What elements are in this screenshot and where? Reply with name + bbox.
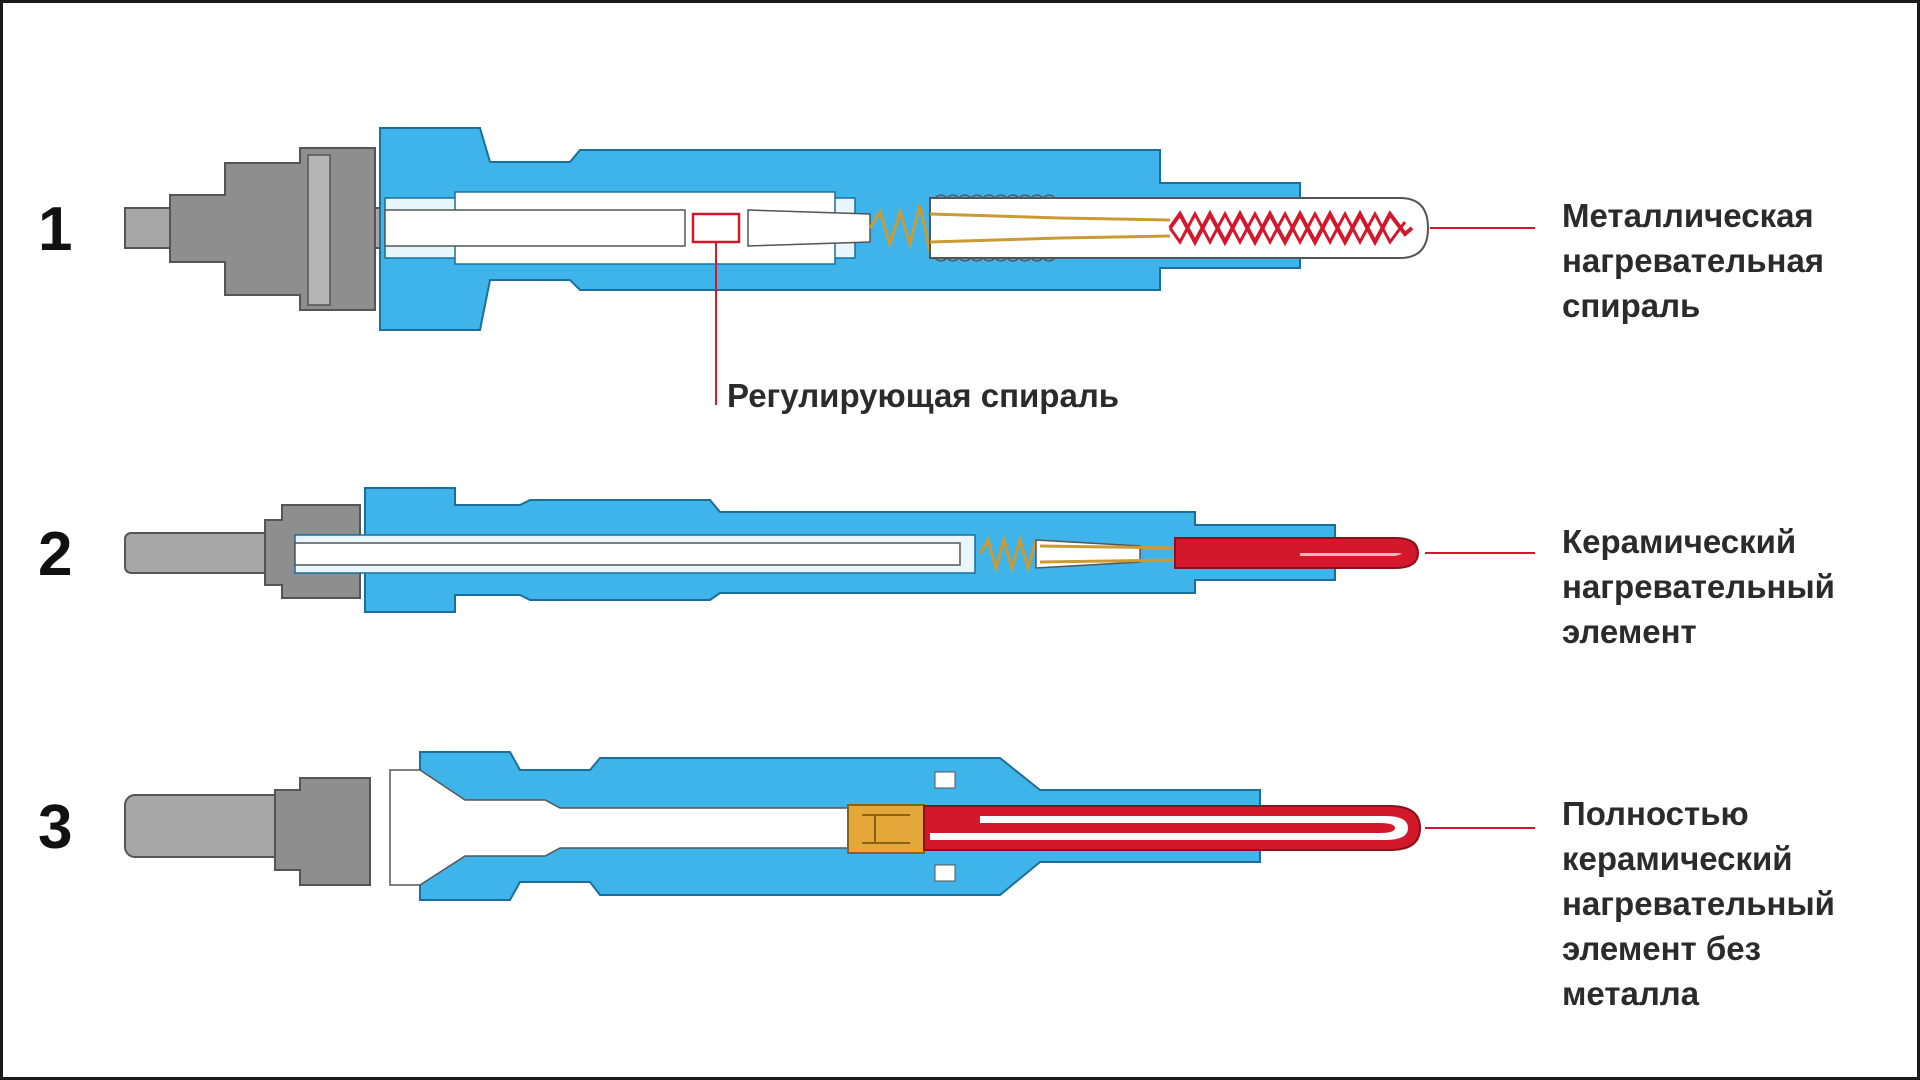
label-3-line-1: Полностью xyxy=(1562,795,1749,832)
spring-1 xyxy=(868,204,932,253)
terminal-nut-3 xyxy=(274,777,371,886)
label-1-line-1: Металлическая xyxy=(1562,197,1814,234)
label-2-line-2: нагревательный xyxy=(1562,568,1835,605)
ceramic-heater-2 xyxy=(1174,537,1420,569)
label-2-line-1: Керамический xyxy=(1562,523,1796,560)
glow-plug-1 xyxy=(124,127,1535,405)
ceramic-heater-3 xyxy=(923,805,1422,851)
vent-3b xyxy=(934,864,956,882)
ceramic-heater-inner-3 xyxy=(930,816,1408,840)
insulator-cone-1 xyxy=(747,209,871,247)
heating-spiral-1b xyxy=(1168,210,1407,246)
ceramic-heater-core-2 xyxy=(1300,553,1402,556)
spring-2 xyxy=(978,534,1038,574)
label-3-line-4: элемент без xyxy=(1562,930,1761,967)
connector-3-detail xyxy=(862,814,910,844)
glow-plug-3 xyxy=(124,751,1535,901)
label-1-line-3: спираль xyxy=(1562,287,1700,324)
connector-3 xyxy=(847,804,925,854)
glow-plug-2 xyxy=(124,487,1535,613)
label-3-line-5: металла xyxy=(1562,975,1700,1012)
label-3-line-3: нагревательный xyxy=(1562,885,1835,922)
plug-number-3: 3 xyxy=(38,793,72,862)
terminal-nut-1 xyxy=(169,147,376,311)
plug-number-2: 2 xyxy=(38,520,72,589)
label-2-line-3: элемент xyxy=(1562,613,1697,650)
nut-flange-1 xyxy=(307,154,331,306)
plug-number-1: 1 xyxy=(38,195,72,264)
conductor-2 xyxy=(1039,544,1181,564)
center-rod-2 xyxy=(294,542,961,566)
vent-3a xyxy=(934,771,956,789)
heating-tube-1 xyxy=(929,197,1430,259)
callout-regulating-coil: Регулирующая спираль xyxy=(727,377,1119,414)
label-1-line-2: нагревательная xyxy=(1562,242,1824,279)
label-3-line-2: керамический xyxy=(1562,840,1793,877)
center-rod-1 xyxy=(384,209,686,247)
coil-windings-1 xyxy=(934,194,1056,262)
conductor-1 xyxy=(929,212,1171,244)
